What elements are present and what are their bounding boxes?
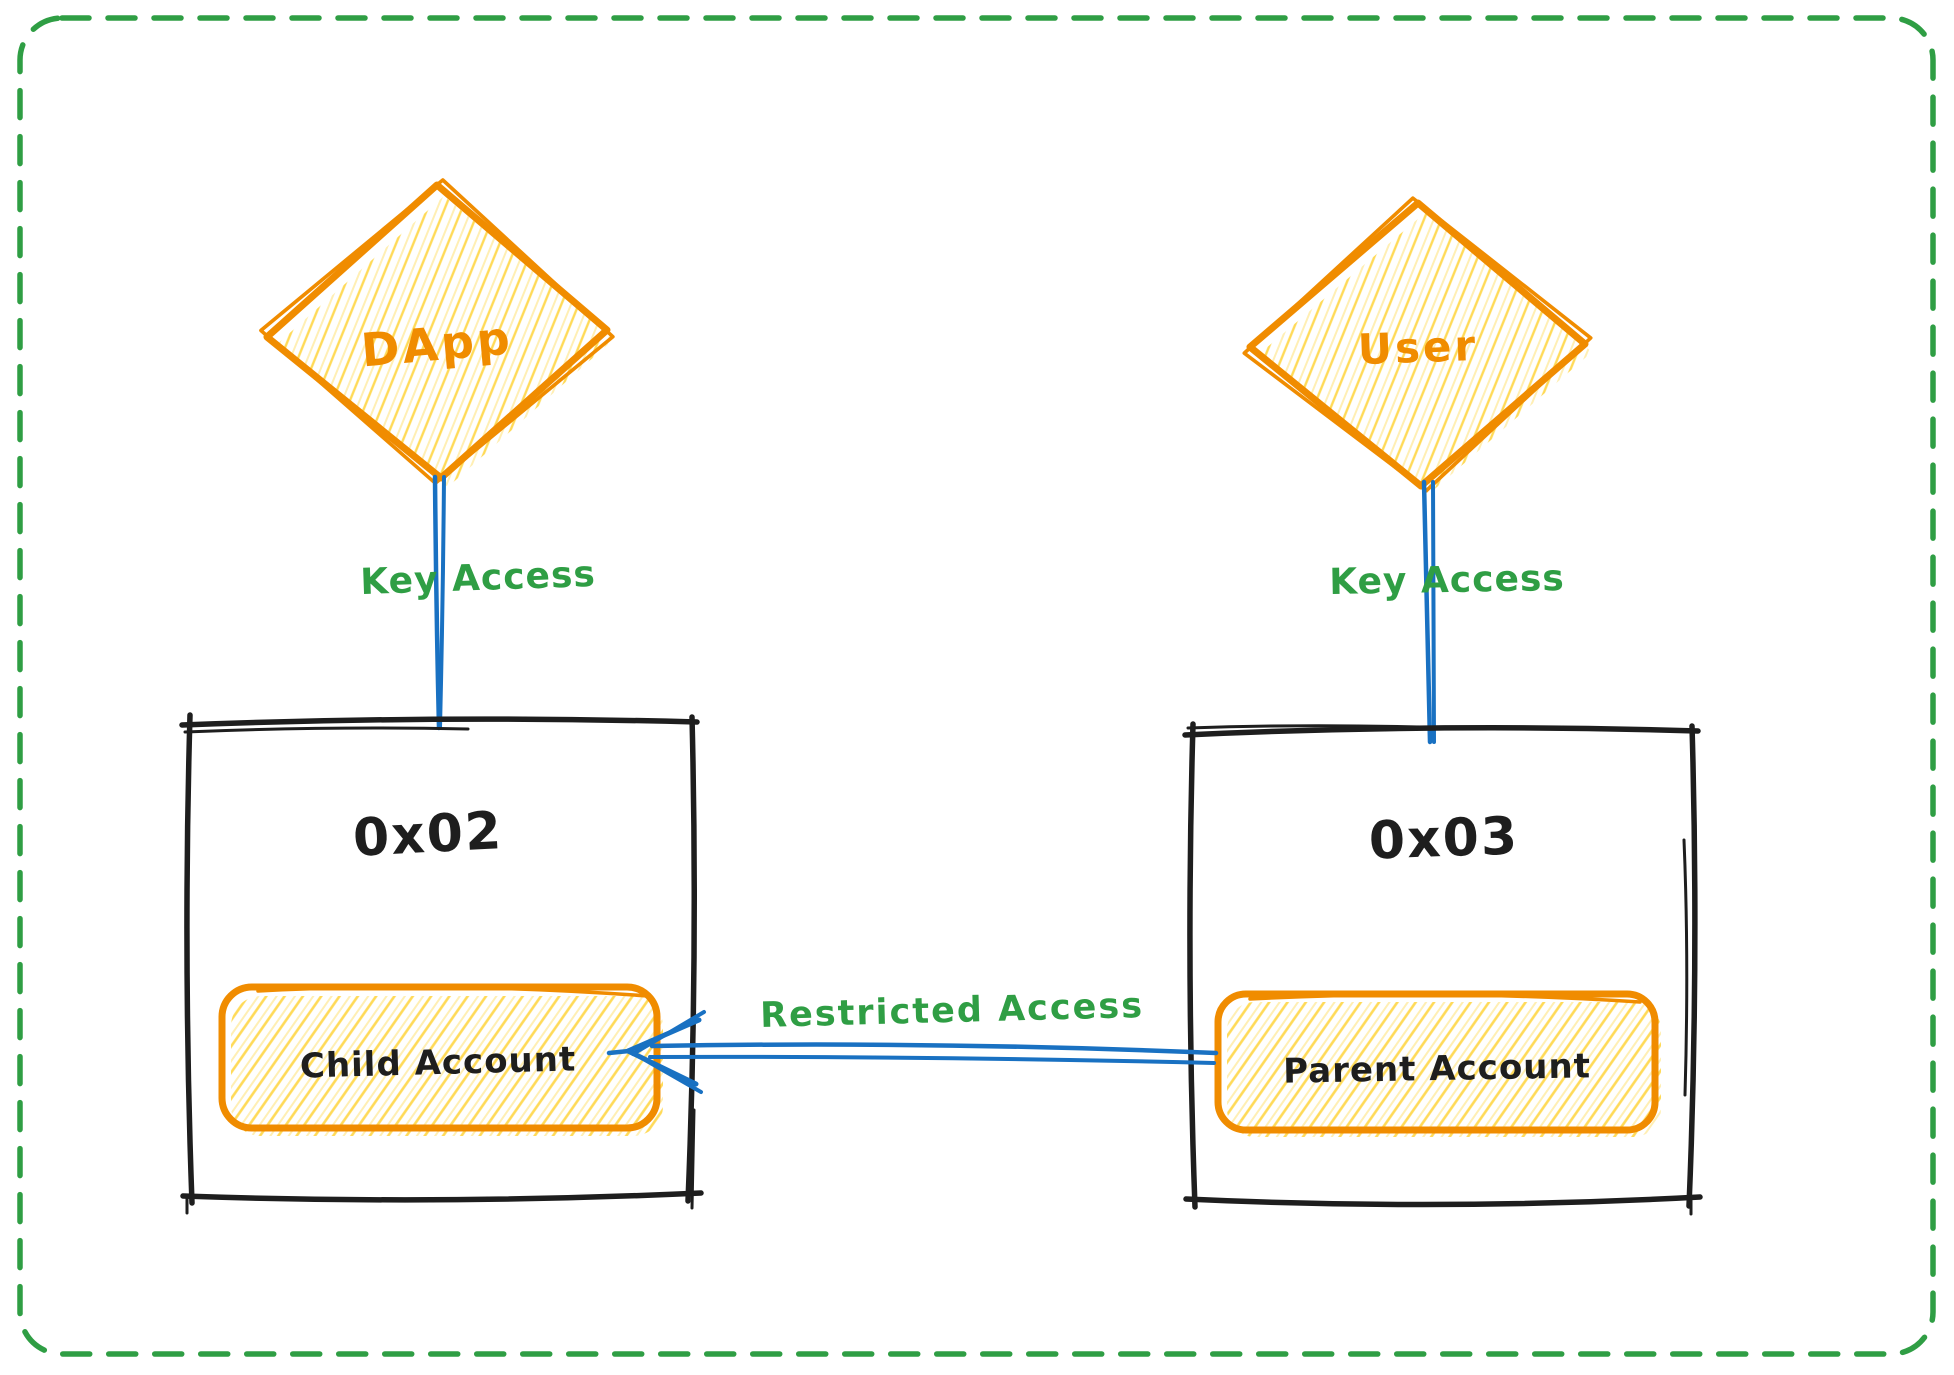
arrow-shaft bbox=[649, 1042, 1219, 1056]
box-edge-top bbox=[179, 716, 700, 728]
dapp-key-access-connector bbox=[432, 474, 446, 731]
connector-stroke bbox=[1431, 480, 1436, 744]
arrowhead-stroke bbox=[631, 1051, 703, 1094]
wallet-0x02-node: 0x02 Child Account bbox=[179, 712, 704, 1215]
box-edge-right bbox=[1686, 723, 1698, 1209]
restricted-access-arrow bbox=[606, 1010, 1219, 1094]
connector-stroke bbox=[432, 474, 442, 731]
connector-stroke bbox=[1421, 479, 1433, 745]
user-key-access-connector bbox=[1421, 479, 1436, 745]
box-edge-top bbox=[1182, 725, 1701, 738]
parent-account-double-stroke bbox=[1248, 992, 1642, 1004]
wallet-0x02-label: 0x02 bbox=[351, 801, 504, 869]
child-account-double-stroke bbox=[256, 985, 650, 998]
parent-account-hatch-fill bbox=[1227, 1002, 1661, 1137]
restricted-access-label: Restricted Access bbox=[760, 986, 1145, 1036]
box-sketch-stroke bbox=[1682, 838, 1689, 1097]
wallet-0x03-node: 0x03 Parent Account bbox=[1182, 721, 1703, 1216]
box-edge-right bbox=[685, 714, 697, 1204]
key-access-label-right: Key Access bbox=[1329, 558, 1565, 603]
arrow-shaft bbox=[648, 1054, 1216, 1065]
wallet-0x03-label: 0x03 bbox=[1368, 806, 1520, 871]
key-access-label-left: Key Access bbox=[360, 554, 597, 603]
dapp-node: DApp bbox=[259, 178, 615, 487]
box-sketch-stroke bbox=[183, 726, 470, 734]
box-edge-left bbox=[184, 712, 195, 1206]
child-account-label: Child Account bbox=[299, 1039, 576, 1086]
parent-account-node: Parent Account bbox=[1214, 990, 1661, 1137]
box-edge-bottom bbox=[1183, 1194, 1703, 1208]
box-sketch-stroke bbox=[1186, 724, 1422, 730]
box-edge-bottom bbox=[180, 1190, 704, 1203]
box-sketch-stroke bbox=[690, 1108, 696, 1210]
child-account-node: Child Account bbox=[218, 983, 663, 1136]
connector-stroke bbox=[438, 475, 446, 730]
dapp-label: DApp bbox=[359, 310, 515, 377]
arrowhead-stroke bbox=[606, 1048, 632, 1056]
canvas-dashed-border bbox=[17, 15, 1936, 1357]
parent-account-label: Parent Account bbox=[1283, 1046, 1591, 1091]
box-edge-left bbox=[1187, 721, 1198, 1210]
child-account-hatch-fill bbox=[231, 996, 663, 1136]
user-node: User bbox=[1242, 196, 1593, 494]
user-label: User bbox=[1357, 321, 1479, 374]
arrowhead-stroke bbox=[631, 1010, 706, 1056]
